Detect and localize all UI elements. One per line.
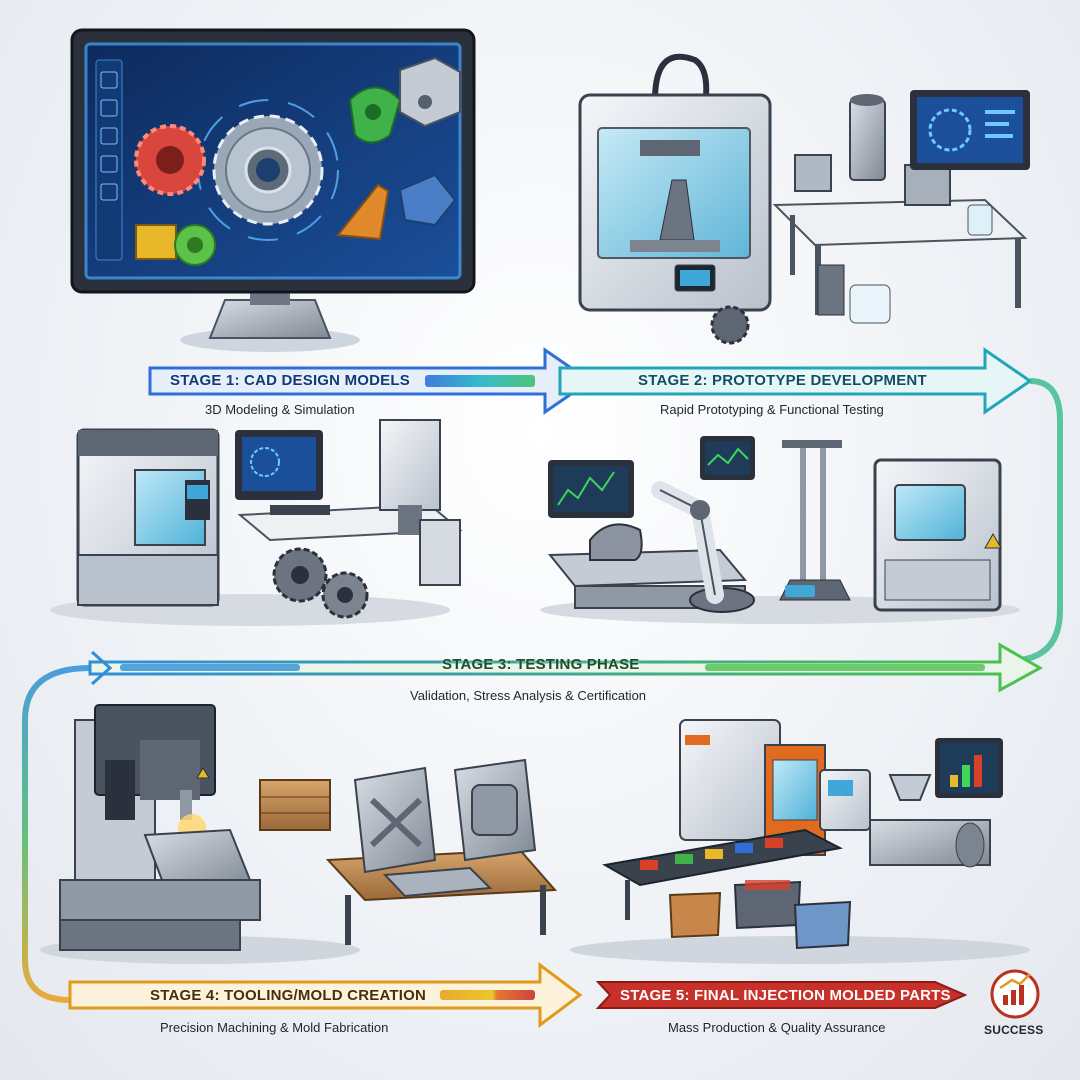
flow-connector-right — [1019, 378, 1063, 663]
stage3-subtitle: Validation, Stress Analysis & Certificat… — [410, 688, 647, 703]
cad-monitor-icon — [70, 28, 476, 352]
stage2-title: STAGE 2: PROTOTYPE DEVELOPMENT — [638, 372, 927, 389]
flow-arrow-stage4-to-stage5 — [68, 962, 968, 1028]
stage5-title: STAGE 5: FINAL INJECTION MOLDED PARTS — [620, 987, 951, 1004]
robot-arm-icon — [540, 436, 1020, 624]
stage4-title: STAGE 4: TOOLING/MOLD CREATION — [150, 987, 426, 1004]
3d-printer-icon — [578, 53, 772, 312]
prototype-bench — [710, 90, 1030, 345]
injection-machine-icon — [570, 719, 1030, 964]
cnc-machine-icon — [50, 419, 463, 626]
stage1-subtitle: 3D Modeling & Simulation — [205, 402, 355, 417]
stage5-subtitle: Mass Production & Quality Assurance — [668, 1020, 886, 1035]
stage2-subtitle: Rapid Prototyping & Functional Testing — [660, 402, 884, 417]
stage4-subtitle: Precision Machining & Mold Fabrication — [160, 1020, 389, 1035]
flow-arrow-stage1-to-stage2 — [148, 347, 1033, 415]
mold-block-icon — [40, 704, 558, 964]
flow-arrow-stage3 — [88, 642, 1044, 693]
stage1-title: STAGE 1: CAD DESIGN MODELS — [170, 372, 410, 389]
stage3-title: STAGE 3: TESTING PHASE — [442, 656, 640, 673]
success-label: SUCCESS — [984, 1023, 1044, 1037]
trend-chart-icon — [990, 969, 1040, 1019]
flow-connector-left — [22, 665, 91, 1003]
